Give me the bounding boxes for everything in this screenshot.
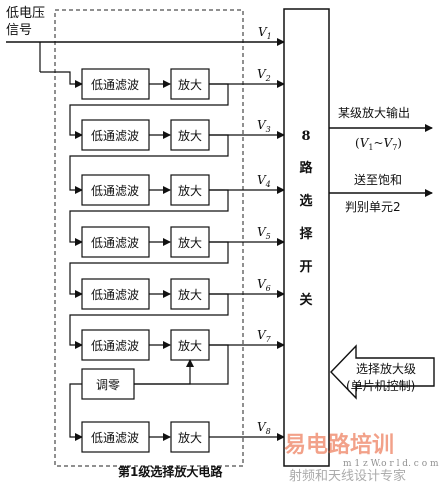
stage-output-label: V8 xyxy=(257,420,271,436)
watermark-url: m 1 z W.o r l d. c o m xyxy=(343,459,439,469)
saturation-label-line1: 送至饱和 xyxy=(354,172,402,187)
zero-adjust-label: 调零 xyxy=(96,378,120,392)
amp-stage: 低通滤波 放大 V2 xyxy=(40,67,285,100)
stage-output-label: V6 xyxy=(257,277,271,293)
low-pass-filter-label: 低通滤波 xyxy=(91,431,139,445)
low-pass-filter-box xyxy=(81,278,150,310)
amp-stage: 低通滤波 放大 V4 xyxy=(69,134,285,206)
amp-stage: 低通滤波 放大 V3 xyxy=(69,83,285,151)
stage-feed-wire xyxy=(69,83,229,139)
switch-label-char: 选 xyxy=(299,193,312,209)
low-pass-filter-box xyxy=(81,119,150,151)
low-pass-filter-box xyxy=(81,68,150,100)
stage-feed-wire xyxy=(69,241,229,298)
stage-feed-wire xyxy=(40,71,83,88)
low-pass-filter-box xyxy=(81,329,150,361)
amplifier-box xyxy=(170,421,210,453)
eight-way-switch xyxy=(283,8,330,467)
output-label: 某级放大输出 xyxy=(338,105,410,120)
amp-stage: 低通滤波 放大 V6 xyxy=(69,241,285,310)
amplifier-label: 放大 xyxy=(178,338,202,353)
switch-label-char: 择 xyxy=(299,226,313,242)
low-pass-filter-label: 低通滤波 xyxy=(91,78,139,92)
switch-label-char: 8 xyxy=(301,129,310,144)
amplifier-box xyxy=(170,226,210,258)
low-pass-filter-label: 低通滤波 xyxy=(91,288,139,302)
low-pass-filter-box xyxy=(81,174,150,206)
watermark-sub: 射频和天线设计专家 xyxy=(289,468,406,484)
zero-adjust-wire xyxy=(134,359,194,385)
low-pass-filter-label: 低通滤波 xyxy=(91,184,139,198)
control-input-arrow xyxy=(330,344,435,400)
amplifier-box xyxy=(170,68,210,100)
v1-label: V1 xyxy=(258,25,272,41)
stage-feed-wire xyxy=(69,134,229,194)
circuit-caption: 第1级选择放大电路 xyxy=(118,464,223,479)
switch-label-char: 关 xyxy=(299,292,312,308)
stage-feed-wire xyxy=(69,293,229,349)
amp-stage: 低通滤波 放大 V5 xyxy=(69,189,285,258)
output-range: (V1~V7) xyxy=(355,136,402,152)
amplifier-label: 放大 xyxy=(178,128,202,143)
amplifier-label: 放大 xyxy=(178,430,202,445)
stage-boundary xyxy=(54,9,244,467)
amplifier-box xyxy=(170,119,210,151)
stage-output-label: V3 xyxy=(257,118,271,134)
control-label-line2: (单片机控制) xyxy=(346,379,415,393)
amplifier-label: 放大 xyxy=(178,183,202,198)
low-pass-filter-label: 低通滤波 xyxy=(91,129,139,143)
amplifier-label: 放大 xyxy=(178,235,202,250)
zero-adjust-box xyxy=(81,368,135,400)
low-pass-filter-box xyxy=(81,226,150,258)
input-label-line1: 低电压 xyxy=(6,6,45,21)
control-label-line1: 选择放大级 xyxy=(356,361,416,376)
watermark-main: 易电路培训 xyxy=(284,432,394,458)
stage-output-label: V7 xyxy=(257,328,272,344)
low-pass-filter-label: 低通滤波 xyxy=(91,236,139,250)
stage-output-label: V4 xyxy=(257,173,271,189)
switch-label-char: 路 xyxy=(299,160,313,176)
amplifier-stages: 低通滤波放大V2低通滤波放大V3低通滤波放大V4低通滤波放大V5低通滤波放大V6… xyxy=(40,67,285,453)
stage-output-label: V2 xyxy=(257,67,271,83)
switch-label-char: 开 xyxy=(299,260,312,275)
stage-feed-wire xyxy=(69,189,229,246)
amp-stage: 低通滤波 放大 V7 xyxy=(69,293,285,361)
amp-stage: 低通滤波 放大 V8 xyxy=(69,344,285,453)
amplifier-label: 放大 xyxy=(178,287,202,302)
low-pass-filter-box xyxy=(81,421,150,453)
low-pass-filter-label: 低通滤波 xyxy=(91,339,139,353)
amplifier-label: 放大 xyxy=(178,77,202,92)
stage-output-label: V5 xyxy=(257,225,271,241)
saturation-label-line2: 判别单元2 xyxy=(345,200,401,214)
input-label-line2: 信号 xyxy=(6,23,32,38)
